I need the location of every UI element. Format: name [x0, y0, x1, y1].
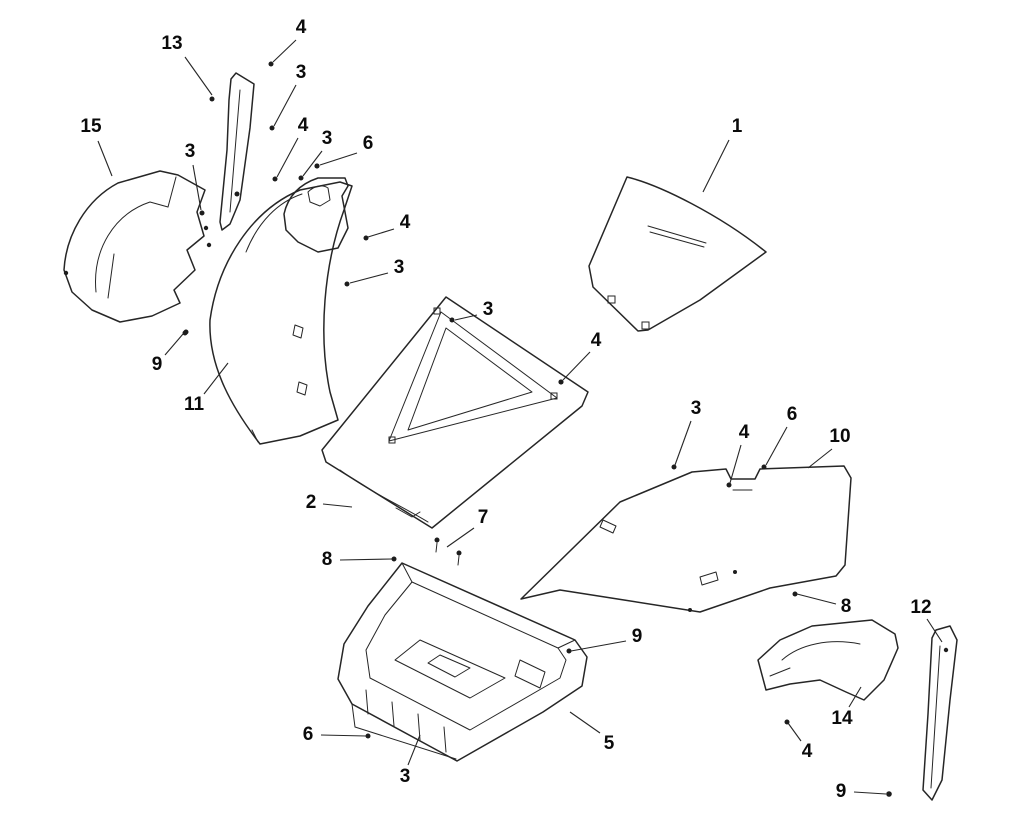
callout-label: 13 — [161, 33, 183, 54]
callout-label: 4 — [297, 115, 309, 136]
part-13-pillar-trim — [209, 72, 255, 231]
part-5-floor-tray — [337, 537, 588, 762]
callout-label: 3 — [399, 766, 411, 787]
callout-label: 1 — [731, 116, 743, 137]
callout-label: 8 — [840, 596, 852, 617]
callout-label: 2 — [305, 492, 317, 513]
callout-label: 8 — [321, 549, 333, 570]
callout-label: 11 — [183, 394, 205, 415]
callout-label: 4 — [295, 17, 307, 38]
fastener-dots — [182, 61, 892, 797]
callout-label: 4 — [801, 741, 813, 762]
part-upper-bracket — [283, 163, 349, 253]
callout-label: 3 — [393, 257, 405, 278]
part-12-rear-strip — [922, 625, 958, 801]
part-14-rear-fender — [757, 619, 899, 701]
callout-label: 9 — [631, 626, 643, 647]
callout-label: 14 — [831, 708, 853, 729]
callout-label: 6 — [362, 133, 374, 154]
callout-label: 3 — [184, 141, 196, 162]
part-1-front-cowl — [588, 176, 767, 332]
part-2-hood-panel — [321, 296, 589, 529]
callout-label: 4 — [738, 422, 750, 443]
callout-label: 15 — [80, 116, 102, 137]
callout-label: 3 — [321, 128, 333, 149]
callout-label: 12 — [910, 597, 932, 618]
callout-label: 6 — [302, 724, 314, 745]
part-drawings — [63, 72, 958, 801]
part-10-side-panel — [520, 465, 852, 613]
callout-label: 10 — [829, 426, 851, 447]
callout-label: 9 — [151, 354, 163, 375]
part-11-inner-fender-panel — [203, 181, 353, 445]
callout-label: 5 — [603, 733, 615, 754]
callout-label: 3 — [690, 398, 702, 419]
part-15-front-fender — [63, 170, 206, 335]
leader-lines — [97, 39, 943, 795]
callout-label: 3 — [482, 299, 494, 320]
callout-label: 4 — [399, 212, 411, 233]
callout-label: 7 — [477, 507, 489, 528]
callout-label: 9 — [835, 781, 847, 802]
callout-label: 6 — [786, 404, 798, 425]
callout-label: 4 — [590, 330, 602, 351]
callout-label: 3 — [295, 62, 307, 83]
